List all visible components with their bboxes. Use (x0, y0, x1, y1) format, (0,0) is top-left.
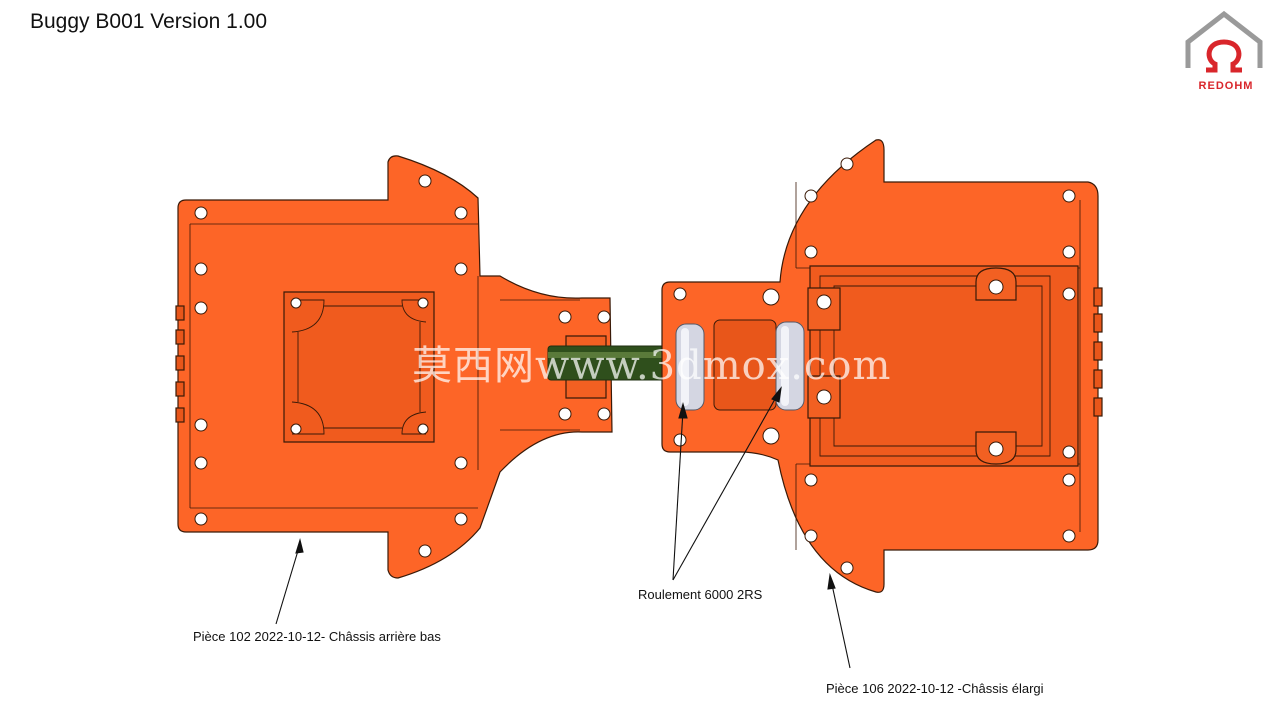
watermark-text: 莫西网www.3dmox.com (412, 343, 892, 389)
front-bosses (975, 267, 1017, 465)
rear-chassis-part (175, 155, 613, 579)
shaft-highlight (548, 352, 688, 358)
arrow-head-106 (827, 572, 836, 590)
redohm-logo (1185, 10, 1263, 73)
rear-chassis-inner-outline (189, 223, 580, 509)
rear-motor-recess-inner (291, 299, 427, 435)
front-chassis-part (661, 139, 1103, 593)
label-rear-chassis: Pièce 102 2022-10-12- Châssis arrière ba… (193, 629, 441, 644)
arrow-head-bearing-left (678, 401, 688, 419)
bearing-left-highlight (681, 328, 689, 406)
front-chassis-holes (673, 157, 1076, 575)
rear-motor-recess (283, 291, 435, 443)
arrow-head-102 (295, 537, 304, 554)
logo-text: REDOHM (1198, 80, 1254, 92)
front-right-notches (1093, 287, 1103, 417)
front-hinge-bosses (807, 287, 841, 419)
bearing-assembly (675, 319, 805, 411)
house-omega-icon (1185, 10, 1263, 73)
arrow-head-bearing-right (771, 386, 782, 403)
page-title: Buggy B001 Version 1.00 (30, 10, 268, 33)
bearing-right-highlight (781, 326, 789, 406)
rear-chassis-holes (194, 174, 611, 558)
label-front-chassis: Pièce 106 2022-10-12 -Châssis élargi (826, 681, 1044, 696)
rear-left-notches (175, 305, 185, 423)
label-bearing: Roulement 6000 2RS (638, 587, 763, 602)
leader-lines (275, 386, 851, 669)
